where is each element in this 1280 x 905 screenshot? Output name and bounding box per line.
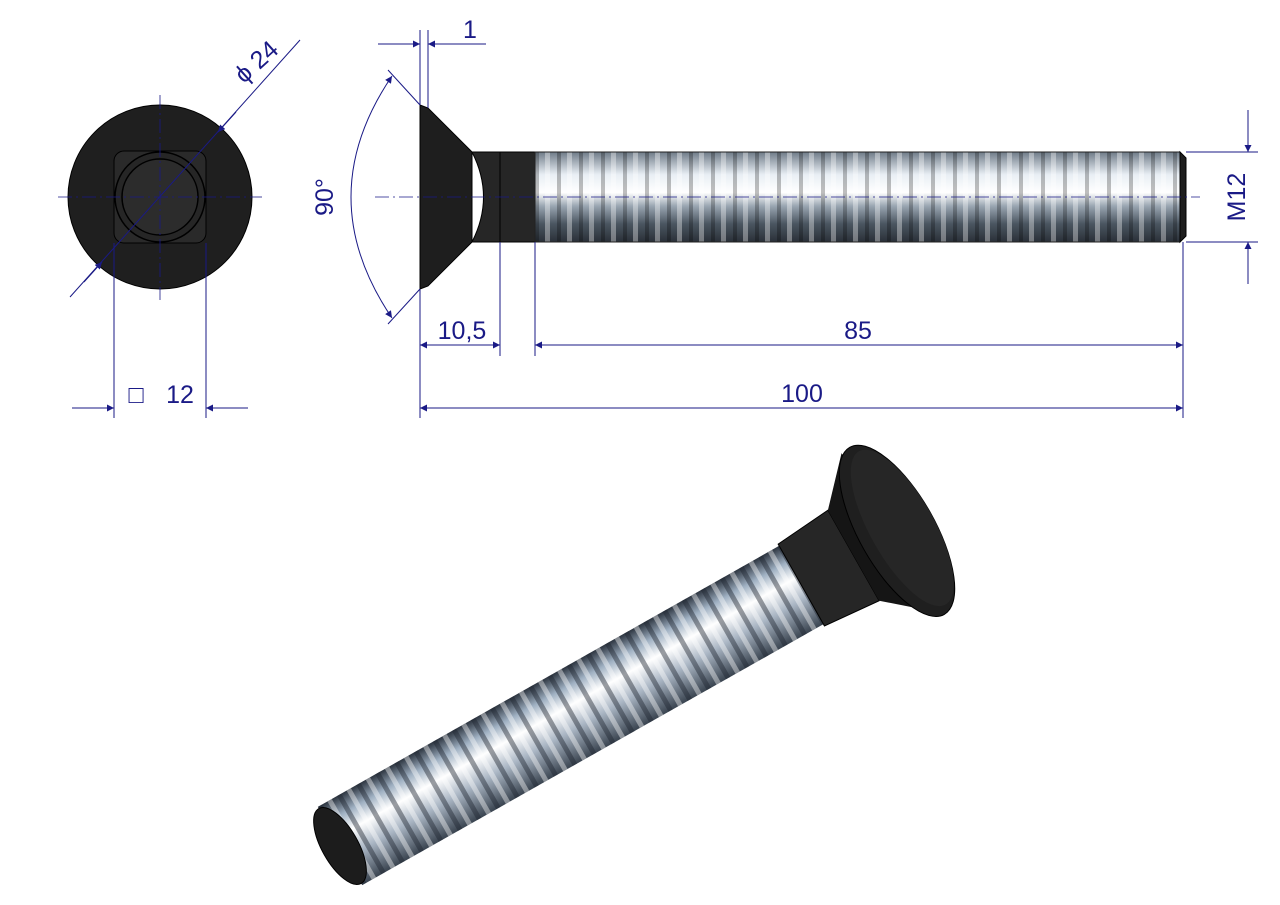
front-view: ϕ 24 □ 12 bbox=[58, 35, 301, 418]
dim-total-length: 100 bbox=[781, 380, 823, 408]
dim-thread-length: 85 bbox=[844, 317, 872, 345]
dim-head-diameter: ϕ 24 bbox=[229, 35, 284, 88]
thread-end bbox=[1179, 150, 1187, 244]
square-symbol: □ bbox=[128, 381, 144, 409]
dim-head-edge: 1 bbox=[463, 16, 477, 44]
side-view: 1 90° 10,5 85 100 M12 bbox=[311, 16, 1258, 418]
iso-thread-end bbox=[313, 807, 367, 885]
isometric-view bbox=[313, 444, 956, 886]
dim-head-angle: 90° bbox=[311, 178, 339, 216]
dim-neck-length: 10,5 bbox=[438, 317, 487, 345]
dim-thread-size: M12 bbox=[1223, 173, 1251, 222]
dim-square-size: 12 bbox=[166, 381, 194, 409]
